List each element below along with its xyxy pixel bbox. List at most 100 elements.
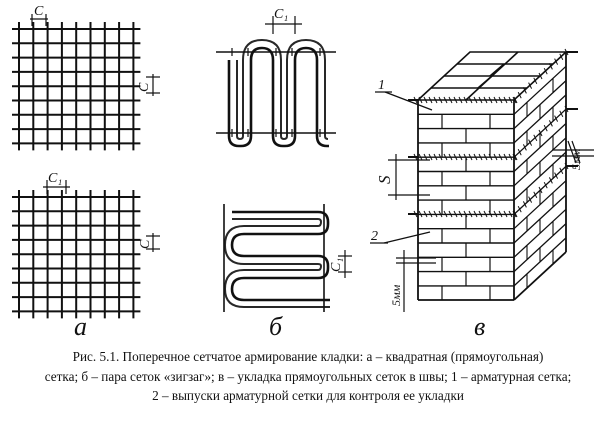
mesh-hatch	[493, 210, 498, 218]
mesh-hatch	[533, 77, 538, 85]
mesh-hatch	[503, 96, 508, 104]
mesh-hatch	[473, 153, 478, 161]
mesh-hatch	[453, 96, 458, 104]
caption-line: 2 – выпуски арматурной сетки для контрол…	[152, 388, 464, 403]
mesh-hatch	[512, 153, 517, 161]
mesh-hatch	[512, 210, 517, 218]
mesh-hatch	[478, 210, 483, 218]
mesh-hatch	[438, 96, 443, 104]
mesh-hatch	[508, 96, 513, 104]
mesh-hatch	[508, 153, 513, 161]
dim-label-5mm-left: 5мм	[389, 284, 403, 306]
mesh-hatch	[554, 172, 559, 179]
mesh-hatch	[418, 96, 423, 104]
mesh-hatch	[548, 177, 553, 184]
mesh-hatch	[418, 210, 423, 218]
caption-line: сетка; б – пара сеток «зигзаг»; в – укла…	[44, 368, 572, 384]
mesh-hatch	[463, 96, 468, 104]
mesh-hatch	[512, 96, 517, 104]
mesh-hatch	[533, 134, 538, 142]
mesh-hatch	[483, 96, 488, 104]
mesh-hatch	[428, 96, 433, 104]
pillar-mesh-joints	[408, 48, 578, 218]
masonry-reinforcement-figure: С С С₁ С а	[12, 4, 594, 341]
mesh-hatch	[517, 148, 522, 156]
figure-caption: Рис. 5.1. Поперечное сетчатое армировани…	[6, 347, 610, 406]
mesh-hatch	[493, 96, 498, 104]
square-mesh-lower	[12, 190, 141, 319]
dim-label-c-top: С	[34, 4, 44, 19]
brick-joint	[513, 123, 567, 172]
mesh-hatch	[498, 96, 503, 104]
mesh-hatch	[517, 91, 522, 99]
mesh-hatch	[498, 153, 503, 161]
zigzag-mesh-horizontal	[223, 204, 330, 312]
mesh-hatch	[513, 96, 518, 104]
mesh-hatch	[513, 153, 518, 161]
mesh-hatch	[448, 96, 453, 104]
mesh-hatch	[543, 67, 548, 75]
dim-c-top	[30, 14, 48, 26]
mesh-hatch	[548, 63, 553, 70]
mesh-hatch	[503, 153, 508, 161]
mesh-hatch	[508, 210, 513, 218]
mesh-hatch	[493, 153, 498, 161]
dim-label-c-side-lower: С	[138, 239, 153, 249]
mesh-hatch	[543, 181, 548, 189]
mesh-hatch	[453, 210, 458, 218]
pillar-top-face	[415, 51, 569, 101]
mesh-hatch	[533, 191, 538, 199]
mesh-hatch	[522, 201, 527, 208]
mesh-hatch	[483, 210, 488, 218]
mesh-hatch	[554, 115, 559, 122]
mesh-hatch	[458, 210, 463, 218]
mesh-hatch	[513, 210, 518, 218]
caption-line: Рис. 5.1. Поперечное сетчатое армировани…	[72, 349, 544, 364]
dim-label-c-side: С	[137, 82, 152, 92]
brick-joint	[513, 180, 567, 230]
brick-joint	[513, 208, 567, 258]
mesh-hatch	[528, 196, 533, 203]
pillar-edge	[513, 251, 567, 301]
mesh-hatch	[538, 72, 543, 80]
mesh-hatch	[463, 153, 468, 161]
dim-c-side-lower	[146, 233, 160, 252]
mesh-hatch	[453, 153, 458, 161]
mesh-hatch	[428, 153, 433, 161]
mesh-hatch	[458, 153, 463, 161]
panel-b-letter: б	[269, 312, 283, 341]
dim-label-c1-top: С₁	[274, 7, 288, 22]
panel-b-zigzag-mesh	[216, 16, 352, 312]
brick-joint	[513, 237, 567, 287]
mesh-hatch	[448, 210, 453, 218]
mesh-hatch	[433, 210, 438, 218]
mesh-hatch	[423, 153, 428, 161]
dim-label-c1-bottom: С₁	[48, 171, 62, 186]
callout-1-number: 1	[378, 78, 385, 93]
mesh-hatch	[463, 210, 468, 218]
callout-1-leader	[384, 91, 433, 111]
mesh-hatch	[488, 210, 493, 218]
brick-joint	[513, 94, 567, 144]
mesh-hatch	[443, 153, 448, 161]
dim-c1-side	[338, 250, 352, 278]
callout-2-number: 2	[371, 229, 378, 244]
panel-v-letter: в	[474, 312, 485, 341]
mesh-hatch	[423, 96, 428, 104]
pillar-side-face	[513, 52, 567, 301]
mesh-hatch	[483, 153, 488, 161]
square-mesh-upper	[12, 22, 141, 151]
mesh-hatch	[468, 153, 473, 161]
mesh-hatch	[478, 153, 483, 161]
dim-c1-bottom	[43, 180, 70, 194]
dim-s-course	[388, 154, 430, 200]
zigzag-mesh-vertical	[216, 38, 336, 148]
mesh-hatch	[522, 144, 527, 151]
mesh-hatch	[548, 120, 553, 127]
mesh-hatch	[559, 167, 564, 175]
mesh-hatch	[428, 210, 433, 218]
brick-joint	[513, 151, 567, 201]
mesh-hatch	[433, 153, 438, 161]
mesh-hatch	[498, 210, 503, 218]
mesh-hatch	[458, 96, 463, 104]
